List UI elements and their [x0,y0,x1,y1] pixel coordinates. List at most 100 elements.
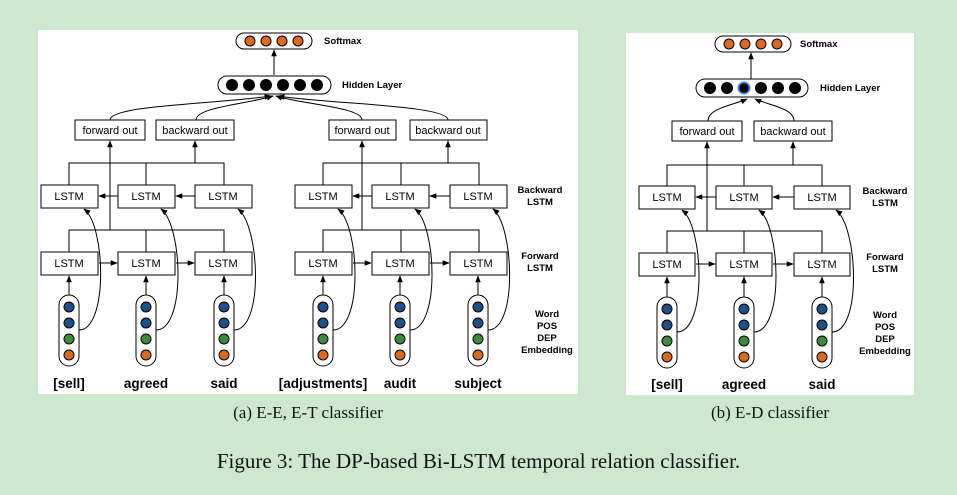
backward-lstm-cell [294,184,353,209]
forward-out-1-to-hidden [109,94,272,121]
forward-lstm-cell [449,251,508,276]
embedding-label: DEP [537,333,557,344]
backward-out-2-to-hidden [277,94,449,121]
forward-out-label: forward out [334,125,389,137]
panel-a-diagram: Softmax Hidden Layer forward out backwar… [40,32,573,391]
forward-lstm-cell [371,251,430,276]
lstm-label: LSTM [208,258,237,270]
forward-lstm-label: LSTM [872,264,898,275]
softmax-unit [755,38,767,50]
embedding-label: DEP [875,334,895,345]
embedding-capsule [312,294,334,367]
softmax-layer [714,35,792,53]
panel-b: Softmax Hidden Layer forward out backwar… [626,33,914,395]
hidden-unit [721,82,733,94]
word-label: [adjustments] [279,376,368,391]
embedding-label: Embedding [859,346,911,357]
hidden-layer-label: Hidden Layer [820,83,880,94]
hidden-unit [789,82,801,94]
forward-out-label: forward out [679,126,734,138]
forward-lstm-cell [638,252,696,277]
embedding-to-backward-curve [753,209,777,333]
lstm-label: LSTM [652,259,681,271]
backward-lstm-label: Backward [863,186,908,197]
panel-b-caption: (b) E-D classifier [710,403,829,422]
embedding-to-backward-curve [78,208,102,331]
lstm-label: LSTM [131,258,160,270]
backward-out-box [155,119,235,141]
embedding-capsule [58,294,80,367]
backward-out-to-hidden [754,98,795,122]
forward-lstm-cell [194,251,253,276]
lstm-label: LSTM [208,191,237,203]
panel-a-caption: (a) E-E, E-T classifier [233,403,383,422]
hidden-unit [226,79,238,91]
hidden-unit [755,82,767,94]
hidden-unit [277,79,289,91]
word-label: audit [384,376,417,391]
lstm-label: LSTM [385,191,414,203]
forward-lstm-cell [793,252,851,277]
word-label: said [210,376,237,391]
embedding-to-backward-curve [409,208,433,331]
softmax-unit [292,35,304,47]
forward-out-box [74,119,146,141]
softmax-unit [260,35,272,47]
lstm-label: LSTM [131,191,160,203]
forward-lstm-label: Forward [521,251,559,262]
lstm-label: LSTM [463,191,492,203]
hidden-unit [294,79,306,91]
lstm-label: LSTM [807,259,836,271]
forward-out-box [328,119,397,141]
embedding-to-backward-curve [332,208,356,331]
lstm-label: LSTM [54,258,83,270]
lstm-label: LSTM [652,192,681,204]
lstm-label: LSTM [385,258,414,270]
embedding-capsule [733,296,755,369]
embedding-to-backward-curve [233,208,256,331]
softmax-unit [739,38,751,50]
lstm-label: LSTM [729,259,758,271]
softmax-label: Softmax [800,39,838,50]
backward-lstm-cell [638,185,696,210]
word-label: said [808,377,835,392]
word-label: [sell] [651,377,683,392]
embedding-to-backward-curve [676,209,700,333]
forward-lstm-cell [715,252,773,277]
softmax-unit [771,38,783,50]
figure-caption: Figure 3: The DP-based Bi-LSTM temporal … [216,449,741,473]
embedding-to-backward-curve [155,208,179,331]
forward-lstm-cell [117,251,176,276]
embedding-to-backward-curve [831,209,854,333]
hidden-unit [772,82,784,94]
embedding-label: Word [535,309,559,320]
softmax-layer [235,32,313,50]
embedding-label: Embedding [521,345,573,356]
softmax-label: Softmax [324,36,362,47]
hidden-unit [243,79,255,91]
backward-lstm-cell [40,184,99,209]
panel-b-diagram: Softmax Hidden Layer forward out backwar… [638,35,911,392]
embedding-capsule [656,296,678,369]
softmax-unit [723,38,735,50]
forward-out-2-to-hidden [275,95,363,121]
hidden-layer-label: Hidden Layer [342,80,402,91]
lstm-label: LSTM [54,191,83,203]
backward-lstm-label: LSTM [527,197,553,208]
backward-out-label: backward out [162,125,227,137]
forward-out-label: forward out [82,125,137,137]
embedding-label: POS [537,321,557,332]
embedding-capsule [135,294,157,367]
lstm-label: LSTM [308,258,337,270]
embedding-capsule [213,294,235,367]
lstm-label: LSTM [729,192,758,204]
lstm-label: LSTM [463,258,492,270]
embedding-label: POS [875,322,895,333]
word-label: subject [454,376,502,391]
embedding-capsule [389,294,411,367]
forward-out-box [671,120,743,142]
word-label: agreed [722,377,766,392]
backward-lstm-label: Backward [518,185,563,196]
forward-lstm-cell [40,251,99,276]
forward-lstm-label: Forward [866,252,904,263]
